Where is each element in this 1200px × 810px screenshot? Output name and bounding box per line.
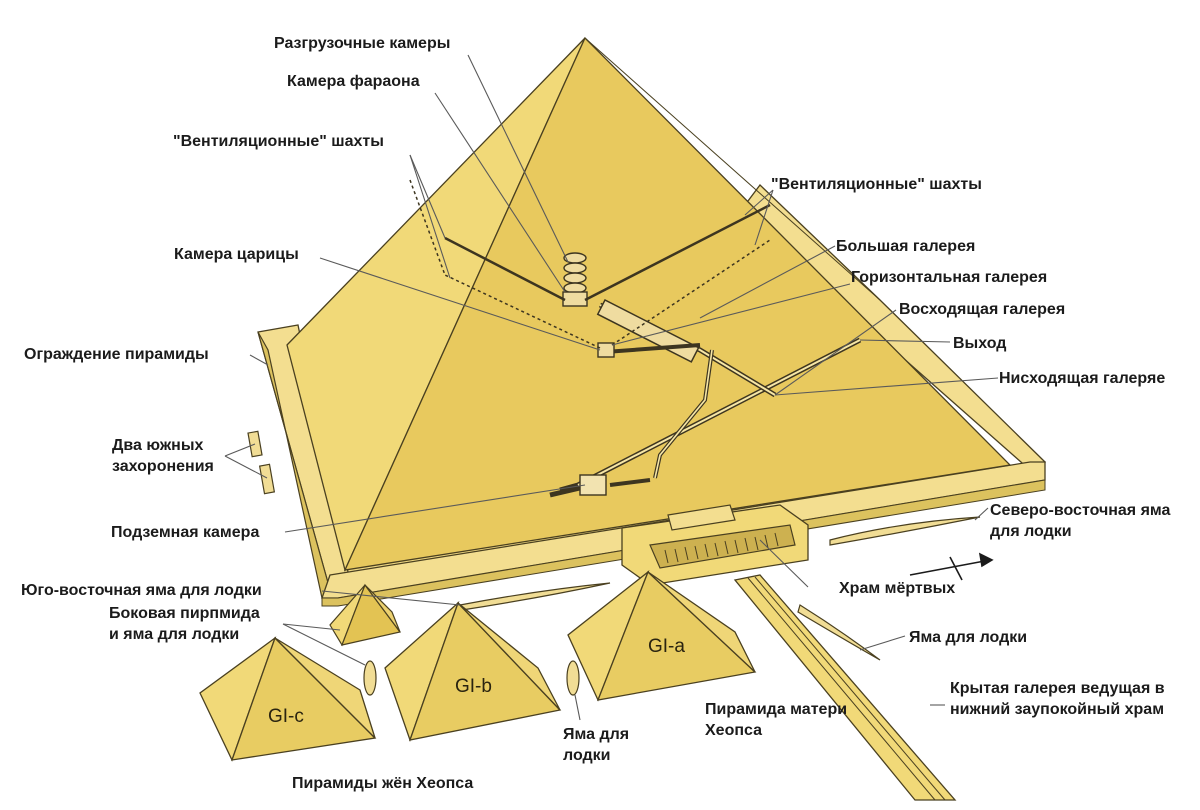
subterranean-chamber [579,474,607,496]
label-mortuary-temple: Храм мёртвых [839,580,956,597]
kings-air-shaft-south [444,236,566,302]
label-ascending-gallery: Восходящая галерея [899,301,1066,318]
label-descending-gallery: Нисходящая галеряе [999,370,1166,387]
label-causeway-line-1: Крытая галерея ведущая в [950,680,1165,697]
queens-air-shaft-north [611,239,771,346]
label-two-south-burials-line-1: Два южных [112,437,204,454]
pyramid-gi-c: GI-c [199,636,377,762]
label-boat-pit-bottom-line-1: Яма для [563,726,630,743]
label-queens-chamber: Камера царицы [174,246,299,263]
direction-arrow [909,552,994,581]
label-horizontal-gallery: Горизонтальная галерея [851,269,1048,286]
mortuary-temple [621,504,809,586]
label-side-pyramid-line-1: Боковая пирпмида [109,605,260,622]
label-boat-pit-bottom-line-2: лодки [563,747,611,764]
label-side-pyramid: Боковая пирпмида и яма для лодки [109,603,260,645]
pyramid-gi-b-code: GI-b [455,676,492,697]
label-exit: Выход [953,335,1007,352]
horizontal-passage [604,343,701,354]
label-kings-chamber: Камера фараона [287,73,420,90]
pyramid-gi-c-code: GI-c [268,706,304,727]
label-mother-pyramid-line-1: Пирамида матери [705,701,848,718]
south-burials [247,430,276,495]
label-boat-pit-right: Яма для лодки [909,629,1028,646]
label-two-south-burials: Два южных захоронения [112,435,214,477]
label-mother-pyramid-line-2: Хеопса [705,722,762,739]
label-causeway: Крытая галерея ведущая в нижний заупокой… [950,678,1165,720]
boat-pits [363,516,981,696]
boat-pit-gi-a [566,660,580,696]
relieving-chambers [562,252,588,307]
label-enclosure-wall: Ограждение пирамиды [24,346,209,363]
boat-pit-gi-b [363,660,377,696]
label-air-shafts-right: "Вентиляционные" шахты [771,176,982,193]
queens-air-shaft-south [444,274,601,349]
label-queens-pyramids: Пирамиды жён Хеопса [292,775,474,792]
pyramid-gi-a: GI-a [567,570,757,702]
label-ne-boat-pit-line-2: для лодки [990,523,1072,540]
label-relieving-chambers: Разгрузочные камеры [274,35,451,52]
label-side-pyramid-line-2: и яма для лодки [109,626,240,643]
leader-lines [224,54,999,721]
label-air-shafts-left: "Вентиляционные" шахты [173,133,384,150]
label-boat-pit-bottom: Яма для лодки [563,724,629,766]
pyramid-gi-b: GI-b [384,600,562,742]
subterranean-passage [549,485,581,498]
label-ne-boat-pit-line-1: Северо-восточная яма [990,502,1171,519]
great-pyramid [286,36,1012,572]
kings-air-shaft-north [584,203,771,302]
label-two-south-burials-line-2: захоронения [112,458,214,475]
causeway-boat-pit [797,604,881,661]
causeway [733,574,957,801]
label-causeway-line-2: нижний заупокойный храм [950,701,1165,718]
label-mother-pyramid: Пирамида матери Хеопса [705,699,847,741]
label-ne-boat-pit: Северо-восточная яма для лодки [990,500,1170,542]
label-subterranean-chamber: Подземная камера [111,524,260,541]
label-grand-gallery: Большая галерея [836,238,976,255]
ne-boat-pit [829,516,981,546]
pyramid-gi-a-code: GI-a [648,636,685,657]
se-boat-pit [459,582,611,611]
label-se-boat-pit: Юго-восточная яма для лодки [21,582,262,599]
queens-chamber [597,342,615,358]
